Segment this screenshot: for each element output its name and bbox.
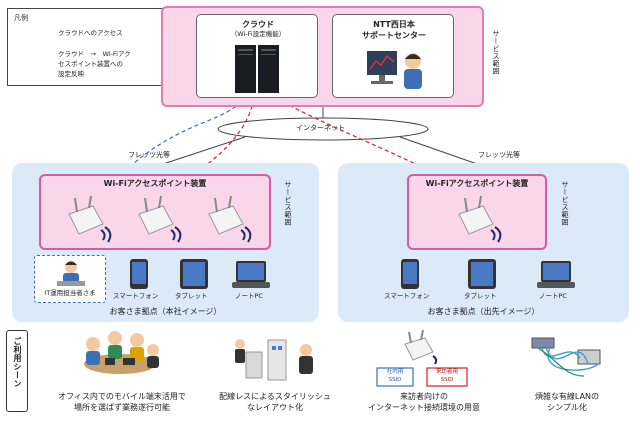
legend-access-label: クラウドへのアクセス [58,29,123,37]
left-ap-title: Wi-Fiアクセスポイント装置 [103,179,207,188]
ssid-guest-label-2: SSID [440,377,454,383]
scene-3-caption-line1: 来訪者向けの [400,392,448,401]
right-laptop-label: ノートPC [539,292,567,300]
it-admin-icon [53,259,89,289]
legend-title: 凡例 [14,14,28,22]
right-base-caption: お客さま拠点（出先イメージ） [427,307,540,316]
left-base-caption: お客さま拠点（本社イメージ） [109,307,222,316]
left-smartphone-label: スマートフォン [113,292,159,300]
access-point-icon [203,194,253,244]
internet-to-right-line [399,136,481,166]
cloud-to-left-ap-reflect-line [139,91,256,206]
scene-2-caption-line1: 配線レスによるスタイリッシュ [219,392,331,401]
cloud-server-box: クラウド （Wi-Fi設定機能） [196,14,318,98]
access-point-icon [453,194,503,244]
cloud-title: クラウド [242,20,274,29]
ssid-guest-label-1: 来訪者用 [435,369,458,375]
legend-reflect-label-1: クラウド → Wi-Fiアク [58,50,131,58]
wireless-layout-scene-illustration [232,330,320,385]
right-smartphone-label: スマートフォン [384,292,430,300]
ssid-internal-label-2: SSID [388,377,402,383]
it-admin-label: IT運用担当者さま [44,289,96,297]
support-operator-icon [361,47,431,95]
usage-scenes-label: ご利用シーン [13,337,22,388]
laptop-icon [537,261,575,289]
tablet-icon [180,259,208,289]
support-title: NTT西日本 [373,20,415,29]
support-subtitle: サポートセンター [362,31,426,40]
right-customer-base: Wi-Fiアクセスポイント装置 サービス範囲 スマートフォン タブレット ノート… [338,163,629,322]
left-tablet-label: タブレット [175,292,208,300]
scene-2-caption-line2: なレイアウト化 [247,403,303,412]
tablet-icon [468,259,496,289]
server-rack-icon [235,45,279,93]
legend-reflect-label-3: 設定反映 [58,70,84,78]
access-point-icon [133,194,183,244]
legend-reflect-label-2: セスポイント装置への [58,60,123,68]
internet-cloud-shape [217,117,429,141]
scene-1-caption-line1: オフィス内でのモバイル端末活用で [58,392,186,401]
flets-left-label: フレッツ光等 [128,151,170,159]
access-point-icon [63,194,113,244]
it-admin-box: IT運用担当者さま [34,255,106,303]
smartphone-icon [129,259,149,289]
scene-1-caption-line2: 場所を選ばず業務遂行可能 [74,403,170,412]
internet-to-left-line [159,136,246,166]
left-ap-box: Wi-Fiアクセスポイント装置 [39,174,271,250]
usage-scenes-label-box: ご利用シーン [6,330,28,412]
internet-label: インターネット [296,124,345,132]
support-center-box: NTT西日本 サポートセンター [332,14,454,98]
left-service-area-label: サービス範囲 [284,181,292,226]
scene-3-caption-line2: インターネット接続環境の用意 [368,403,480,412]
smartphone-icon [400,259,420,289]
ssid-internal-label-1: 社内用 [386,369,404,375]
left-customer-base: Wi-Fiアクセスポイント装置 [12,163,319,322]
lan-simplify-scene-illustration [528,330,608,382]
legend-box: 凡例 クラウドへのアクセス クラウド → Wi-Fiアク セスポイント装置への … [7,8,165,86]
cloud-service-area: クラウド （Wi-Fi設定機能） NTT西日本 サポートセンター [161,6,500,107]
scene-4-caption-line2: シンプル化 [547,403,587,412]
cloud-service-area-label: サービス範囲 [492,30,500,75]
flets-right-label: フレッツ光等 [478,151,520,159]
right-ap-box: Wi-Fiアクセスポイント装置 [407,174,547,250]
right-ap-title: Wi-Fiアクセスポイント装置 [425,179,529,188]
cloud-subtitle: （Wi-Fi設定機能） [230,30,286,38]
right-service-area-label: サービス範囲 [561,181,569,226]
office-mobile-scene-illustration [75,328,165,378]
laptop-icon [232,261,270,289]
right-tablet-label: タブレット [464,292,497,300]
left-laptop-label: ノートPC [235,292,263,300]
scene-4-caption-line1: 煩雑な有線LANの [534,392,600,401]
guest-internet-scene-illustration: 社内用 SSID 来訪者用 SSID [375,330,470,388]
